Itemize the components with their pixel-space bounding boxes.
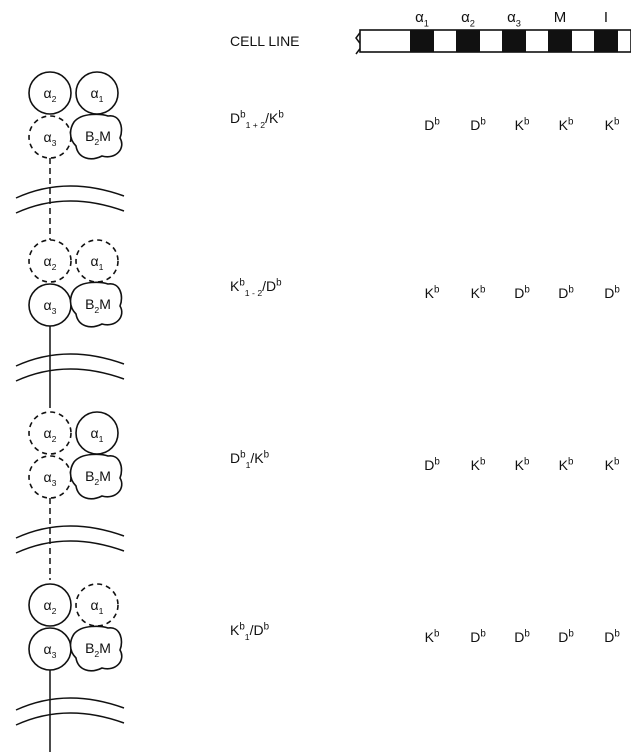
origin-3: Db xyxy=(514,284,530,301)
origin-4: Kb xyxy=(559,456,574,473)
exon-alpha2-block xyxy=(456,30,480,52)
alpha2-domain xyxy=(28,411,72,455)
origin-3: Kb xyxy=(515,456,530,473)
alpha1-domain-label: α1 xyxy=(91,85,104,104)
membrane-outer-line xyxy=(15,353,125,367)
origin-5: Db xyxy=(604,284,620,301)
origin-1: Db xyxy=(424,456,440,473)
cell-line-name: Db1/Kb xyxy=(230,449,270,470)
alpha1-domain xyxy=(75,239,119,283)
construct-row-1: α2 α1 α3 B2M Db1 + 2/Kb Db Db Kb Kb Kb xyxy=(15,71,620,240)
origin-5: Kb xyxy=(605,456,620,473)
membrane-outer-line xyxy=(15,525,125,539)
domain-label-4: M xyxy=(554,9,567,26)
b2m-domain xyxy=(69,453,123,500)
alpha2-domain-label: α2 xyxy=(44,253,57,272)
origin-2: Db xyxy=(470,116,486,133)
membrane-inner-line xyxy=(15,712,125,726)
construct-row-2: α2 α1 α3 B2M Kb1 - 2/Db Kb Kb Db Db Db xyxy=(15,239,620,408)
alpha3-domain-label: α3 xyxy=(44,641,57,660)
domain-label-2: α2 xyxy=(461,9,475,29)
alpha1-domain-label: α1 xyxy=(91,597,104,616)
origin-2: Kb xyxy=(471,456,486,473)
mhc-molecule: α2 α1 α3 B2M xyxy=(15,71,125,240)
domain-label-1: α1 xyxy=(415,9,429,29)
alpha3-domain-label: α3 xyxy=(44,469,57,488)
origin-3: Kb xyxy=(515,116,530,133)
exon-i-block xyxy=(594,30,618,52)
alpha2-domain xyxy=(28,583,72,627)
b2m-domain xyxy=(69,113,123,160)
exon-m-block xyxy=(548,30,572,52)
gene-map-bar xyxy=(355,29,631,55)
alpha1-domain-label: α1 xyxy=(91,253,104,272)
alpha2-domain-label: α2 xyxy=(44,425,57,444)
b2m-label: B2M xyxy=(85,640,111,659)
construct-row-3: α2 α1 α3 B2M Db1/Kb Db Kb Kb Kb Kb xyxy=(15,411,620,580)
origin-1: Kb xyxy=(425,628,440,645)
alpha2-domain-label: α2 xyxy=(44,597,57,616)
alpha2-domain xyxy=(28,71,72,115)
membrane-inner-line xyxy=(15,368,125,382)
b2m-domain xyxy=(69,625,123,672)
origin-1: Db xyxy=(424,116,440,133)
alpha3-domain-label: α3 xyxy=(44,129,57,148)
exon-alpha3-block xyxy=(502,30,526,52)
origin-2: Kb xyxy=(471,284,486,301)
domain-label-3: α3 xyxy=(507,9,521,29)
membrane-outer-line xyxy=(15,697,125,711)
b2m-label: B2M xyxy=(85,468,111,487)
mhc-molecule: α2 α1 α3 B2M xyxy=(15,411,125,580)
domain-label-5: I xyxy=(604,9,608,26)
b2m-label: B2M xyxy=(85,296,111,315)
alpha2-domain-label: α2 xyxy=(44,85,57,104)
b2m-domain xyxy=(69,281,123,328)
construct-row-4: α2 α1 α3 B2M Kb1/Db Kb Db Db Db Db xyxy=(15,583,620,752)
alpha1-domain-label: α1 xyxy=(91,425,104,444)
origin-4: Db xyxy=(558,628,574,645)
origin-4: Db xyxy=(558,284,574,301)
cell-line-header: CELL LINE xyxy=(230,33,300,49)
domain-labels: α1 α2 α3 M I xyxy=(415,9,608,29)
origin-4: Kb xyxy=(559,116,574,133)
alpha1-domain xyxy=(75,583,119,627)
membrane-inner-line xyxy=(15,200,125,214)
b2m-label: B2M xyxy=(85,128,111,147)
cell-line-name: Kb1 - 2/Db xyxy=(230,277,282,298)
exon-alpha1-block xyxy=(410,30,434,52)
cell-line-name: Kb1/Db xyxy=(230,621,270,642)
origin-5: Db xyxy=(604,628,620,645)
membrane-inner-line xyxy=(15,540,125,554)
origin-2: Db xyxy=(470,628,486,645)
mhc-molecule: α2 α1 α3 B2M xyxy=(15,239,125,408)
origin-1: Kb xyxy=(425,284,440,301)
origin-3: Db xyxy=(514,628,530,645)
alpha2-domain xyxy=(28,239,72,283)
membrane-outer-line xyxy=(15,185,125,199)
alpha3-domain-label: α3 xyxy=(44,297,57,316)
mhc-molecule: α2 α1 α3 B2M xyxy=(15,583,125,752)
origin-5: Kb xyxy=(605,116,620,133)
cell-line-name: Db1 + 2/Kb xyxy=(230,109,284,129)
